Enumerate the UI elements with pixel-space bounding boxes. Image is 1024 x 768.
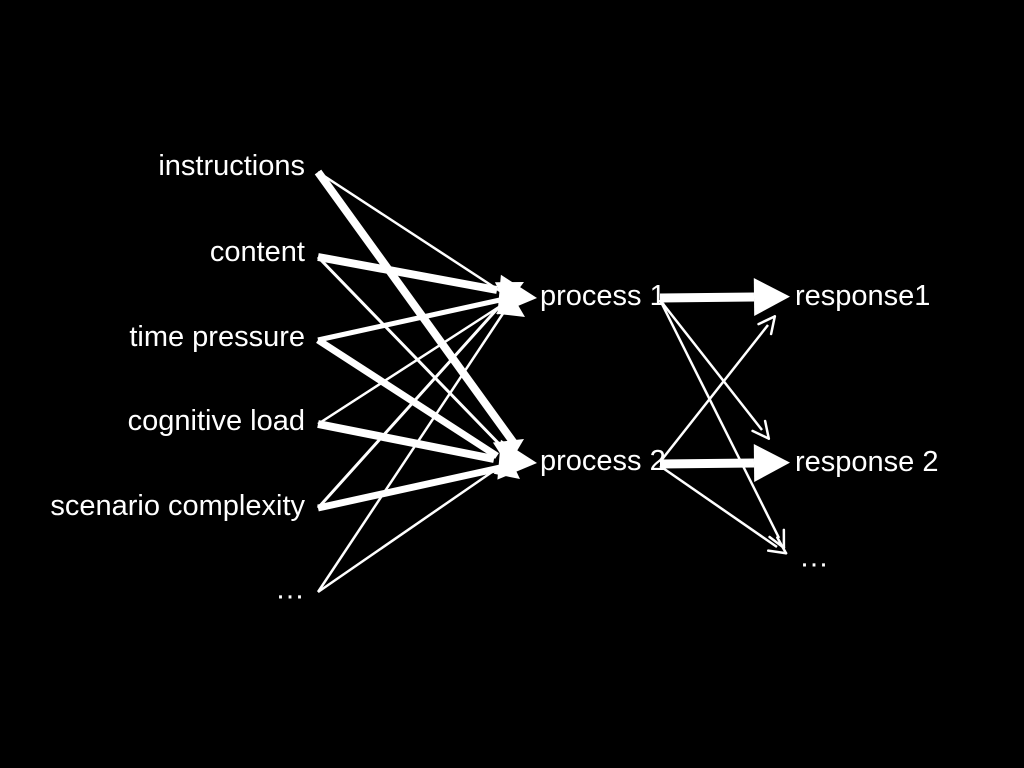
edge-process2-to-responses-more bbox=[659, 464, 778, 549]
node-label-content: content bbox=[209, 235, 305, 268]
node-label-response-1: response1 bbox=[795, 279, 931, 312]
node-label-stimuli-ellipsis: … bbox=[275, 572, 307, 606]
edge-process1-to-responses-more bbox=[658, 299, 781, 539]
edge-stimuli-more-to-process2 bbox=[317, 470, 493, 594]
edge-instructions-to-process1 bbox=[317, 170, 501, 293]
edge-scenario-complexity-to-process2 bbox=[317, 464, 501, 512]
arrowhead-process2-to-responses-more-arm1 bbox=[776, 536, 788, 555]
edge-stimuli-more-to-process1 bbox=[316, 311, 506, 593]
edge-cognitive-load-to-process2 bbox=[317, 420, 495, 463]
arrowhead-process1-to-response2-arm0 bbox=[751, 429, 771, 440]
arrowhead-process1-to-response2-arm1 bbox=[763, 419, 771, 440]
arrowhead-process2-to-response1-arm0 bbox=[769, 315, 777, 336]
edge-process1-to-response2 bbox=[659, 299, 763, 431]
node-label-process-2: process 2 bbox=[540, 444, 666, 477]
edge-content-to-process2 bbox=[316, 255, 507, 452]
edge-process2-to-response1 bbox=[659, 324, 769, 463]
edge-process1-to-response1 bbox=[659, 292, 755, 303]
edge-cognitive-load-to-process1 bbox=[317, 303, 503, 426]
edge-time-pressure-to-process1 bbox=[317, 297, 501, 343]
node-label-response-2: response 2 bbox=[795, 445, 939, 478]
edge-time-pressure-to-process2 bbox=[316, 337, 499, 459]
process1-arrowhead-lower bbox=[496, 291, 525, 317]
process2-arrowhead-lower bbox=[493, 454, 520, 479]
arrowhead-process2-to-response2 bbox=[753, 444, 790, 482]
arrowhead-process1-to-response1 bbox=[753, 278, 790, 316]
arrowhead-process2-to-responses-more-arm0 bbox=[766, 549, 788, 555]
edge-instructions-to-process2 bbox=[314, 169, 520, 449]
edge-process2-to-response2 bbox=[659, 458, 755, 469]
node-label-time-pressure: time pressure bbox=[129, 320, 305, 353]
node-label-responses-ellipsis: … bbox=[799, 540, 831, 574]
node-label-scenario-complexity: scenario complexity bbox=[50, 489, 305, 522]
node-label-cognitive-load: cognitive load bbox=[127, 404, 305, 437]
node-label-process-1: process 1 bbox=[540, 279, 666, 312]
edge-content-to-process1 bbox=[317, 253, 498, 294]
node-label-instructions: instructions bbox=[158, 149, 305, 182]
arrowhead-process2-to-response1-arm1 bbox=[757, 315, 777, 326]
edge-scenario-complexity-to-process1 bbox=[316, 306, 500, 510]
process2-arrowhead-upper bbox=[492, 439, 524, 466]
